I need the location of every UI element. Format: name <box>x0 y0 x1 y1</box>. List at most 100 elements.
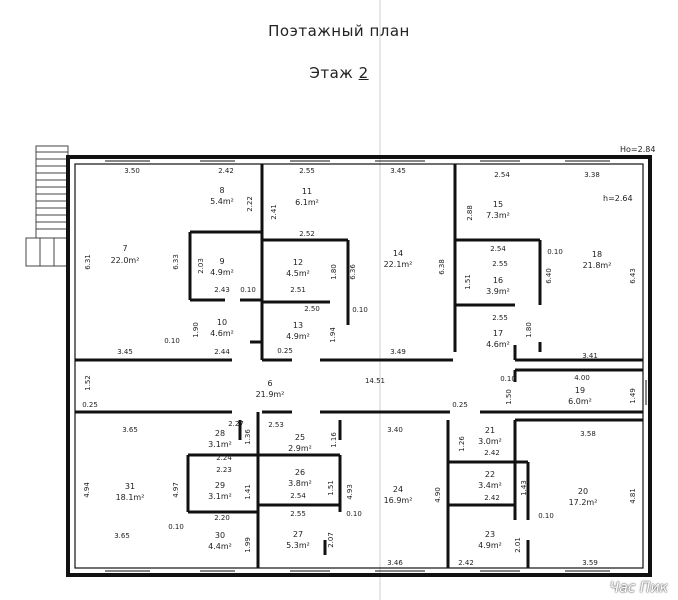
dimension: 3.49 <box>390 348 406 356</box>
dimension: 2.54 <box>490 245 506 253</box>
room-number: 18 <box>592 250 602 259</box>
dimension: 1.80 <box>525 322 533 338</box>
room-number: 13 <box>293 321 303 330</box>
dimension: 1.80 <box>330 264 338 280</box>
dimension: 3.38 <box>584 171 600 179</box>
dimension: 2.51 <box>290 286 306 294</box>
room-area: 22.1m² <box>384 260 413 269</box>
room-area: 16.9m² <box>384 496 413 505</box>
dimension: 2.01 <box>514 537 522 553</box>
dimension: 1.26 <box>458 436 466 452</box>
room-number: 24 <box>393 485 403 494</box>
room-area: 3.4m² <box>478 481 502 490</box>
room-area: 5.3m² <box>286 541 310 550</box>
dimension: 2.03 <box>197 258 205 274</box>
room-number: 10 <box>217 318 227 327</box>
room-number: 21 <box>485 426 495 435</box>
ceiling-height-main: Ho=2.84 <box>620 145 655 154</box>
room-area: 4.9m² <box>286 332 310 341</box>
dimension: 4.94 <box>83 482 91 498</box>
dimension: 2.50 <box>304 305 320 313</box>
interior-walls <box>75 164 643 568</box>
dimension: 4.93 <box>346 484 354 500</box>
dimension: 4.97 <box>172 482 180 498</box>
room-number: 14 <box>393 249 403 258</box>
dimension: 2.55 <box>492 260 508 268</box>
room-number: 23 <box>485 530 495 539</box>
dimension: 4.90 <box>434 487 442 503</box>
dimension: 2.54 <box>494 171 510 179</box>
dimension: 1.41 <box>244 484 252 500</box>
dimension: 6.43 <box>629 268 637 284</box>
dimension: 6.33 <box>172 254 180 270</box>
dimension: 2.22 <box>246 196 254 212</box>
room-number: 19 <box>575 386 585 395</box>
room-area: 3.9m² <box>486 287 510 296</box>
watermark: Час Пик <box>609 580 668 596</box>
room-area: 4.6m² <box>486 340 510 349</box>
dimension: 2.53 <box>268 421 284 429</box>
floor-label: Этаж 2 <box>0 64 678 82</box>
dimension: 6.36 <box>349 264 357 280</box>
dimension: 2.54 <box>290 492 306 500</box>
dimension: 0.25 <box>277 347 293 355</box>
dimension: 1.49 <box>629 388 637 404</box>
room-number: 11 <box>302 187 312 196</box>
room-area: 22.0m² <box>111 256 140 265</box>
room-area: 4.9m² <box>478 541 502 550</box>
room-number: 7 <box>122 244 127 253</box>
dimension: 3.45 <box>390 167 406 175</box>
floor-word: Этаж <box>309 64 354 82</box>
room-number: 26 <box>295 468 305 477</box>
dimension: 3.65 <box>114 532 130 540</box>
room-number: 17 <box>493 329 503 338</box>
room-number: 22 <box>485 470 495 479</box>
room-number: 28 <box>215 429 225 438</box>
room-number: 20 <box>578 487 588 496</box>
room-area: 3.0m² <box>478 437 502 446</box>
room-area: 3.1m² <box>208 440 232 449</box>
dimension: 14.51 <box>365 377 385 385</box>
room-area: 4.4m² <box>208 542 232 551</box>
dimension: 0.10 <box>500 375 516 383</box>
room-area: 7.3m² <box>486 211 510 220</box>
room-number: 31 <box>125 482 135 491</box>
dimension: 0.10 <box>538 512 554 520</box>
dimension: 1.51 <box>327 480 335 496</box>
room-number: 8 <box>219 186 224 195</box>
dimension: 1.94 <box>329 327 337 343</box>
dimension: 2.42 <box>484 494 500 502</box>
dimension-labels: 3.50 2.42 2.22 6.31 6.33 2.03 2.43 0.10 … <box>82 167 637 567</box>
dimension: 1.43 <box>520 480 528 496</box>
room-area: 21.8m² <box>583 261 612 270</box>
dimension: 2.55 <box>290 510 306 518</box>
dimension: 2.20 <box>214 514 230 522</box>
room-number: 9 <box>219 257 224 266</box>
room-number: 6 <box>267 379 272 388</box>
dimension: 0.25 <box>82 401 98 409</box>
room-number: 15 <box>493 200 503 209</box>
dimension: 2.27 <box>228 420 244 428</box>
staircase <box>25 145 69 267</box>
room-number: 25 <box>295 433 305 442</box>
exterior-walls <box>66 155 652 577</box>
ceiling-height-room15: h=2.64 <box>603 194 633 203</box>
dimension: 2.42 <box>458 559 474 567</box>
dimension: 1.51 <box>464 274 472 290</box>
dimension: 3.46 <box>387 559 403 567</box>
room-number: 27 <box>293 530 303 539</box>
room-area: 4.6m² <box>210 329 234 338</box>
room-number: 29 <box>215 481 225 490</box>
dimension: 3.50 <box>124 167 140 175</box>
dimension: 4.00 <box>574 374 590 382</box>
floor-number: 2 <box>358 64 369 82</box>
dimension: 2.43 <box>214 286 230 294</box>
dimension: 0.10 <box>352 306 368 314</box>
dimension: 0.10 <box>240 286 256 294</box>
dimension: 1.99 <box>244 537 252 553</box>
dimension: 0.10 <box>164 337 180 345</box>
room-area: 3.1m² <box>208 492 232 501</box>
room-area: 6.1m² <box>295 198 319 207</box>
dimension: 2.23 <box>216 466 232 474</box>
